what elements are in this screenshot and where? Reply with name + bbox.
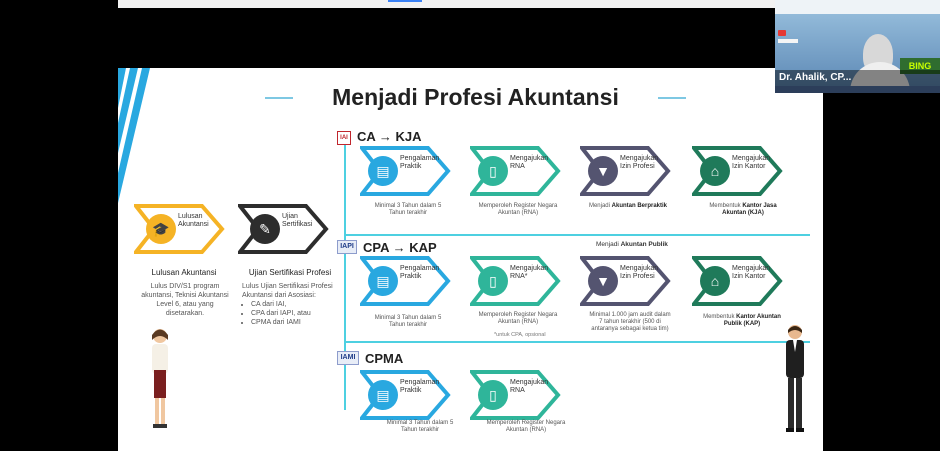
youtube-icon [778,30,786,36]
virtual-background-header [775,0,940,14]
track3-step-mengajukan-rna: ▯ Mengajukan RNA [470,368,562,422]
step-label: Mengajukan RNA [510,155,549,170]
track2-step-mengajukan-rna: ▯ Mengajukan RNA* [470,254,562,308]
document-icon: ▯ [478,156,508,186]
social-handle-bar [778,39,798,43]
participant-name: Dr. Ahalik, CP... [775,70,940,86]
track1-desc-2: Memperoleh Register Negara Akuntan (RNA) [478,203,558,216]
graduation-cap-icon: 🎓 [146,214,176,244]
building-icon: ⌂ [700,266,730,296]
woman-illustration [152,329,168,428]
step-label: Pengalaman Praktik [400,379,440,394]
track2-step-izin-profesi: ▼ Mengajukan Izin Profesi [580,254,672,308]
track3-desc-2: Memperoleh Register Negara Akuntan (RNA) [486,420,566,433]
step-label: Mengajukan Izin Kantor [732,155,771,170]
track2-step-izin-kantor: ⌂ Mengajukan Izin Kantor [692,254,784,308]
exam-description: Lulus Ujian Sertifikasi Profesi Akuntans… [242,282,338,327]
decorative-stripes [118,68,150,203]
step-label: Mengajukan Izin Profesi [620,265,659,280]
track3-step-pengalaman-praktik: ▤ Pengalaman Praktik [360,368,452,422]
track3-desc-1: Minimal 3 Tahun dalam 5 Tahun terakhir [386,420,454,433]
step-label: Mengajukan RNA* [510,265,549,280]
track2-desc-4: Membentuk Kantor Akuntan Publik (KAP) [703,314,781,327]
title-line-left [265,97,293,99]
track-title-cpma: CPMA [365,351,404,366]
grad-heading: Lulusan Akuntansi [151,268,217,277]
document-icon: ▯ [478,266,508,296]
step-label: Pengalaman Praktik [400,265,440,280]
building-icon: ⌂ [700,156,730,186]
track1-step-pengalaman-praktik: ▤ Pengalaman Praktik [360,144,452,198]
tie-icon: ▼ [588,156,618,186]
track1-desc-4: Membentuk Kantor Jasa Akuntan (KJA) [709,203,777,216]
exam-heading: Ujian Sertifikasi Profesi [248,268,332,277]
track2-note: *untuk CPA, opsional [494,332,546,338]
track2-desc-1: Minimal 3 Tahun dalam 5 Tahun terakhir [374,315,442,328]
title-line-right [658,97,686,99]
exam-item: CPA dari IAPI, atau [251,309,338,318]
track1-step-mengajukan-rna: ▯ Mengajukan RNA [470,144,562,198]
browser-top-bar [118,0,775,8]
iapi-logo: IAPI [337,240,357,254]
exam-intro: Lulus Ujian Sertifikasi Profesi Akuntans… [242,283,333,299]
briefcase-icon: ▤ [368,380,398,410]
exam-item: CA dari IAI, [251,300,338,309]
akuntan-publik-label: Menjadi Akuntan Publik [596,241,668,248]
iai-logo: IAI [337,131,351,145]
video-footer-strip [775,86,940,93]
track-divider-1 [344,234,810,236]
track2-step-pengalaman-praktik: ▤ Pengalaman Praktik [360,254,452,308]
step-label: Mengajukan RNA [510,379,549,394]
track1-step-izin-profesi: ▼ Mengajukan Izin Profesi [580,144,672,198]
step-label: Mengajukan Izin Kantor [732,265,771,280]
briefcase-icon: ▤ [368,266,398,296]
track-connector-line [344,140,346,410]
document-icon: ▯ [478,380,508,410]
background-banner: BING [900,58,940,74]
active-tab-indicator[interactable] [388,0,422,2]
track-title-cpa-kap: CPA → KAP [363,240,437,255]
presentation-slide: Menjadi Profesi Akuntansi 🎓 Lulusan Akun… [118,68,823,451]
track2-desc-3: Minimal 1.000 jam audit dalam 7 tahun te… [589,312,671,332]
iami-logo: IAMI [337,351,359,365]
step-label: Lulusan Akuntansi [178,213,209,228]
grad-description: Lulus DIV/S1 program akuntansi, Teknisi … [141,283,229,317]
tie-icon: ▼ [588,266,618,296]
track1-step-izin-kantor: ⌂ Mengajukan Izin Kantor [692,144,784,198]
man-illustration [786,325,804,432]
pencil-icon: ✎ [250,214,280,244]
briefcase-icon: ▤ [368,156,398,186]
track-divider-2 [344,341,810,343]
track-title-ca-kja: CA → KJA [357,129,422,144]
participant-video-tile[interactable]: BING Dr. Ahalik, CP... [775,0,940,93]
exam-list: CA dari IAI, CPA dari IAPI, atau CPMA da… [242,300,338,327]
slide-title: Menjadi Profesi Akuntansi [332,84,619,110]
track1-desc-3: Menjadi Akuntan Berpraktik [588,203,668,209]
step-label: Ujian Sertifikasi [282,213,313,228]
step-label: Mengajukan Izin Profesi [620,155,659,170]
track1-desc-1: Minimal 3 Tahun dalam 5 Tahun terakhir [374,203,442,216]
track2-desc-2: Memperoleh Register Negara Akuntan (RNA) [478,312,558,325]
step-lulusan-akuntansi: 🎓 Lulusan Akuntansi [134,202,226,256]
step-ujian-sertifikasi: ✎ Ujian Sertifikasi [238,202,330,256]
step-label: Pengalaman Praktik [400,155,440,170]
exam-item: CPMA dari IAMI [251,318,338,327]
